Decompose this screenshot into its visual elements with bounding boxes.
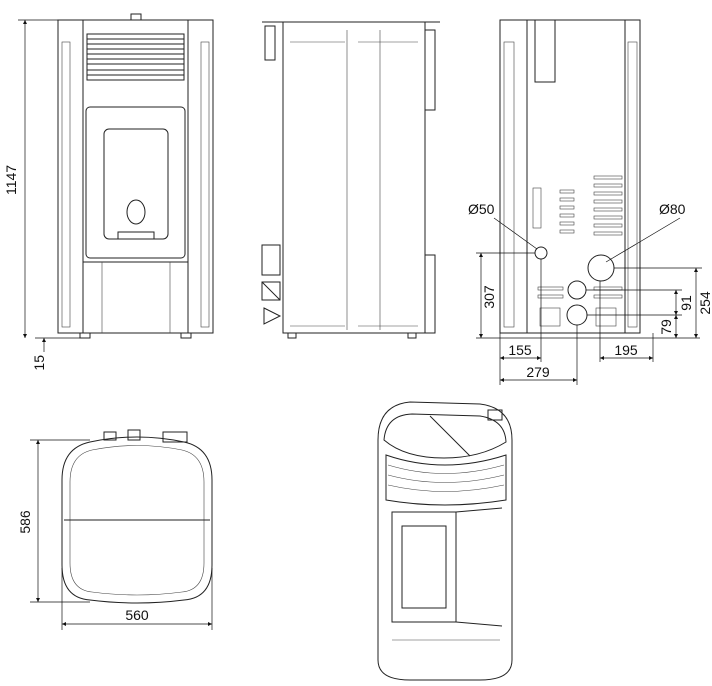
front-grille [86, 33, 185, 81]
outlet-offset-dimension: 195 [614, 342, 638, 358]
front-door [85, 106, 186, 259]
rear-view: Ø50 Ø80 307 155 279 195 91 79 254 [468, 19, 712, 385]
inlet-height-dimension: 307 [481, 285, 497, 309]
front-view: 1147 15 [3, 13, 214, 371]
perspective-view [377, 401, 513, 681]
inlet-offset-dimension: 155 [508, 342, 532, 358]
center-offset-dimension: 279 [526, 364, 550, 380]
rear-vents [537, 175, 623, 327]
foot-height-dimension: 15 [31, 355, 47, 371]
height-dimension: 1147 [3, 165, 19, 195]
width-dimension: 560 [125, 607, 149, 623]
pipe-spacing-dimension: 91 [678, 295, 694, 311]
outlet-diameter: Ø80 [659, 201, 686, 217]
top-view: 586 560 [17, 429, 213, 630]
perspective-grille [385, 454, 507, 506]
side-view [261, 21, 440, 339]
inlet-diameter: Ø50 [468, 201, 495, 217]
outlet-height-dimension: 254 [697, 291, 712, 315]
depth-dimension: 586 [17, 510, 33, 534]
lower-pipe-height-dimension: 79 [658, 319, 674, 335]
outlet-pipe [587, 254, 615, 282]
